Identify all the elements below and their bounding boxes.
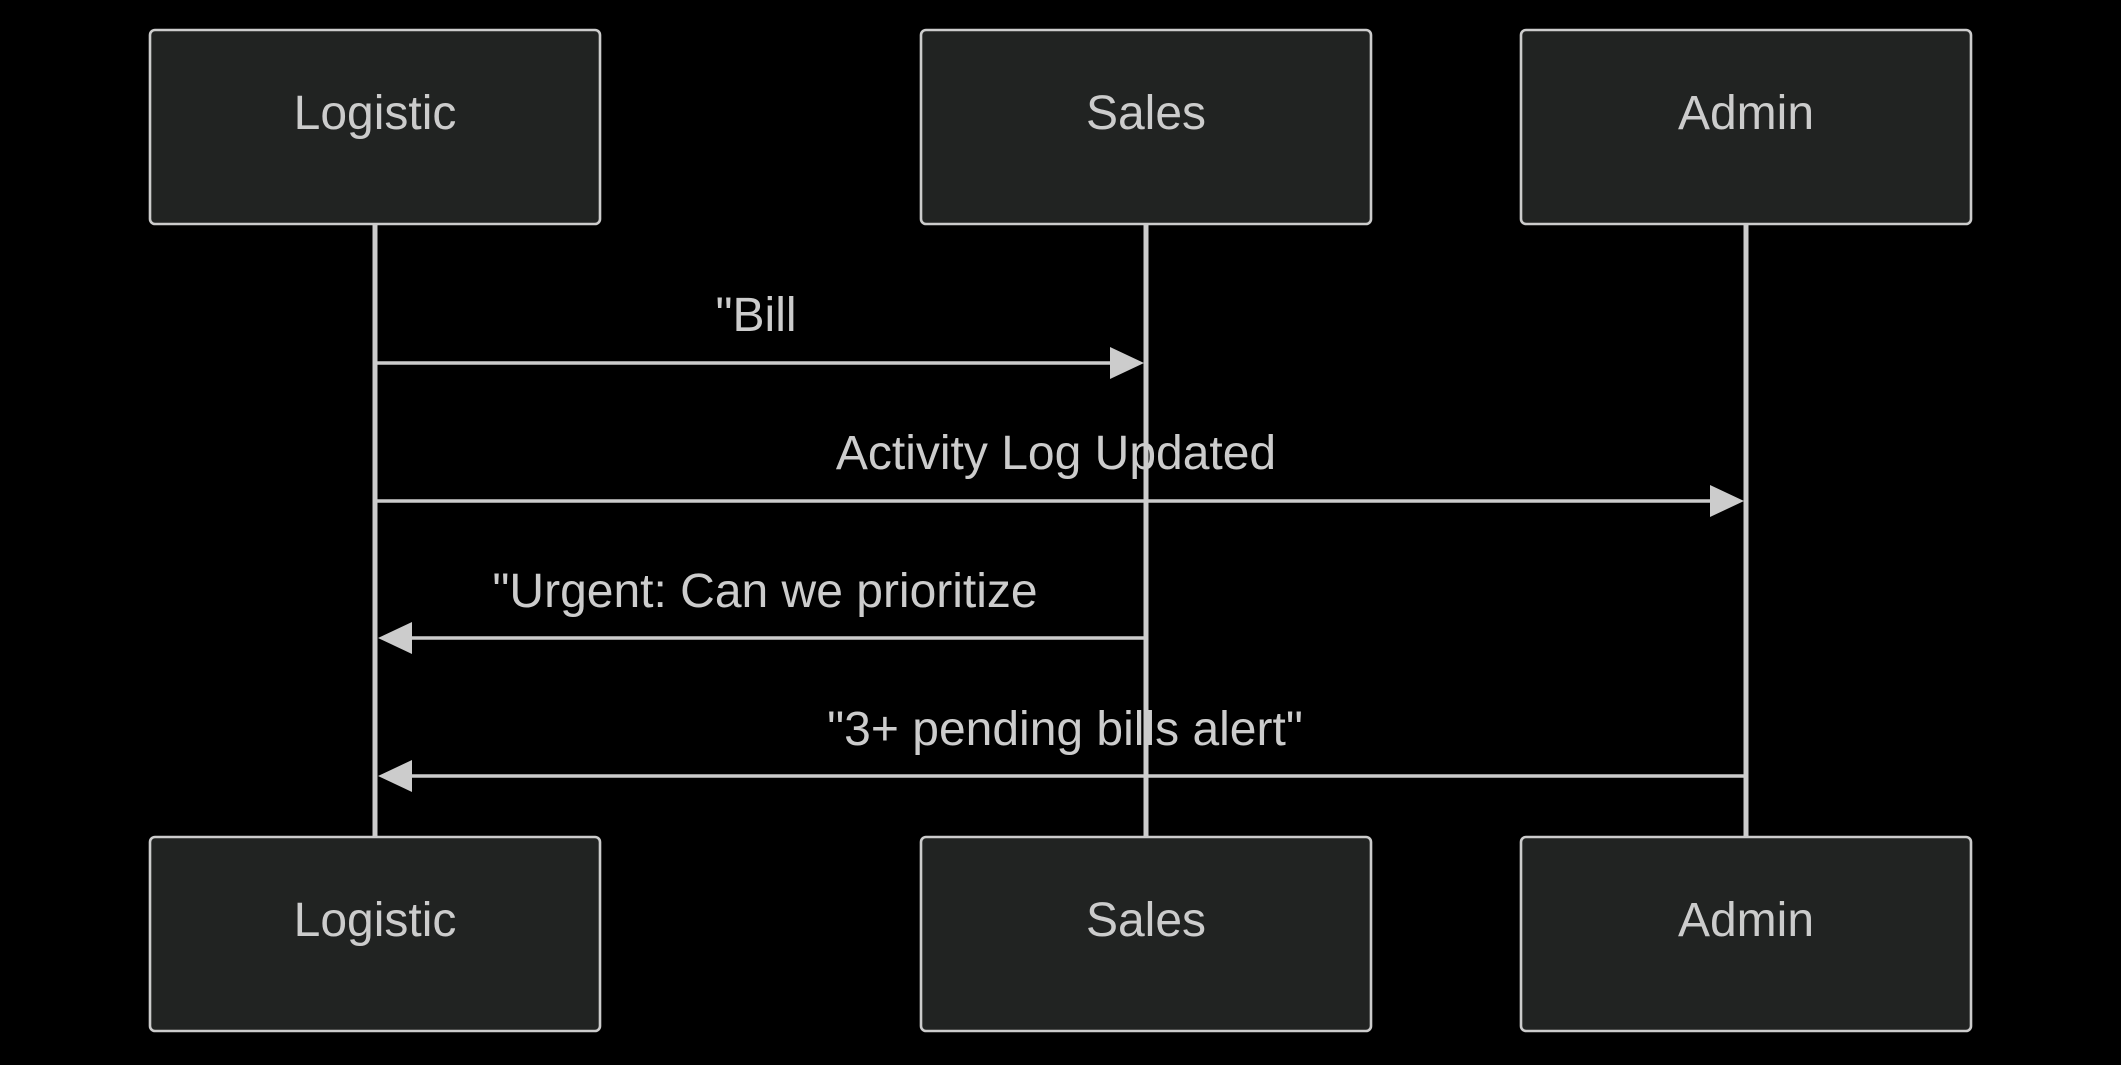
arrowhead-right-icon	[1110, 347, 1144, 379]
actors-bottom: Logistic Sales Admin	[148, 835, 1973, 1033]
actor-logistic-top[interactable]: Logistic	[148, 28, 602, 226]
actor-admin-bottom[interactable]: Admin	[1519, 835, 1973, 1033]
message-label: "Bill	[715, 289, 796, 342]
actor-label: Sales	[1086, 894, 1206, 947]
actor-label: Logistic	[294, 87, 457, 140]
actor-box	[919, 28, 1373, 226]
actor-box	[148, 835, 602, 1033]
actor-box	[1519, 835, 1973, 1033]
actor-box	[148, 28, 602, 226]
message-3[interactable]: "Urgent: Can we prioritize	[378, 565, 1144, 654]
lifelines	[372, 224, 1749, 836]
arrowhead-left-icon	[378, 760, 412, 792]
actor-box	[1519, 28, 1973, 226]
message-2[interactable]: Activity Log Updated	[377, 427, 1744, 517]
actor-sales-top[interactable]: Sales	[919, 28, 1373, 226]
actor-label: Admin	[1678, 894, 1814, 947]
message-label: "Urgent: Can we prioritize	[492, 565, 1037, 618]
actor-admin-top[interactable]: Admin	[1519, 28, 1973, 226]
actor-label: Logistic	[294, 894, 457, 947]
message-4[interactable]: "3+ pending bills alert"	[378, 703, 1744, 792]
message-1[interactable]: "Bill	[377, 289, 1144, 379]
messages: "Bill Activity Log Updated "Urgent: Can …	[377, 289, 1744, 792]
arrowhead-right-icon	[1710, 485, 1744, 517]
arrowhead-left-icon	[378, 622, 412, 654]
message-label: Activity Log Updated	[836, 427, 1276, 480]
actors-top: Logistic Sales Admin	[148, 28, 1973, 226]
actor-logistic-bottom[interactable]: Logistic	[148, 835, 602, 1033]
actor-label: Admin	[1678, 87, 1814, 140]
actor-label: Sales	[1086, 87, 1206, 140]
actor-sales-bottom[interactable]: Sales	[919, 835, 1373, 1033]
actor-box	[919, 835, 1373, 1033]
message-label: "3+ pending bills alert"	[827, 703, 1303, 756]
